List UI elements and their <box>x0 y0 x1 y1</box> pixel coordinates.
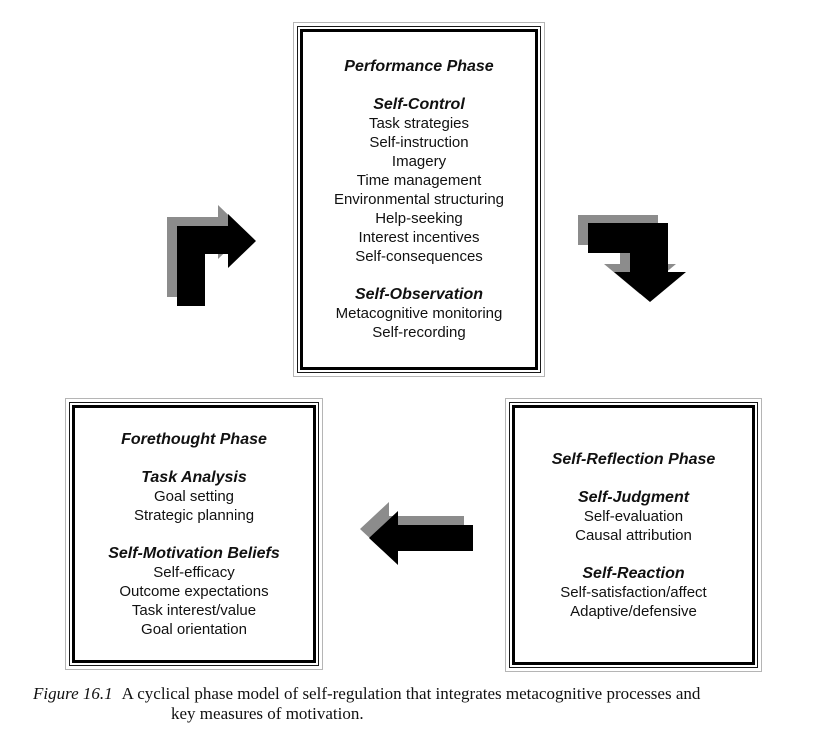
section-heading: Self-Reaction <box>582 565 685 582</box>
arrow-self-reflection-to-forethought <box>360 502 473 565</box>
list-item: Strategic planning <box>133 507 255 524</box>
list-item: Task strategies <box>368 115 470 132</box>
figure-caption-line2: key measures of motivation. <box>171 704 364 723</box>
list-item: Self-efficacy <box>153 564 235 581</box>
box-frame: Forethought Phase Task Analysis Goal set… <box>69 402 319 666</box>
forethought-phase-box: Forethought Phase Task Analysis Goal set… <box>65 398 323 670</box>
list-item: Interest incentives <box>358 229 480 246</box>
box-content: Performance Phase Self-Control Task stra… <box>300 29 538 370</box>
section-task-analysis: Task Analysis Goal setting Strategic pla… <box>75 468 313 525</box>
section-self-reaction: Self-Reaction Self-satisfaction/affect A… <box>515 564 752 621</box>
phase-title: Performance Phase <box>344 58 494 75</box>
box-content: Self-Reflection Phase Self-Judgment Self… <box>512 405 755 665</box>
list-item: Environmental structuring <box>333 191 505 208</box>
box-frame: Self-Reflection Phase Self-Judgment Self… <box>509 402 758 668</box>
list-item: Outcome expectations <box>119 583 269 600</box>
list-item: Task interest/value <box>131 602 257 619</box>
arrow-forethought-to-performance <box>167 205 256 306</box>
section-heading: Self-Control <box>373 96 465 113</box>
list-item: Metacognitive monitoring <box>335 305 503 322</box>
arrow-performance-to-self-reflection <box>578 215 686 302</box>
list-item: Adaptive/defensive <box>570 603 697 620</box>
list-item: Self-satisfaction/affect <box>560 584 707 601</box>
box-content: Forethought Phase Task Analysis Goal set… <box>72 405 316 663</box>
self-reflection-phase-box: Self-Reflection Phase Self-Judgment Self… <box>505 398 762 672</box>
list-item: Help-seeking <box>375 210 463 227</box>
section-heading: Task Analysis <box>141 469 247 486</box>
arrow-body <box>369 511 473 565</box>
list-item: Self-instruction <box>369 134 469 151</box>
figure-caption: Figure 16.1 A cyclical phase model of sel… <box>33 684 813 724</box>
list-item: Self-consequences <box>355 248 483 265</box>
figure-caption-line1: A cyclical phase model of self-regulatio… <box>121 684 701 703</box>
arrow-body <box>588 223 686 302</box>
section-heading: Self-Motivation Beliefs <box>108 545 280 562</box>
phase-title: Forethought Phase <box>121 431 267 448</box>
list-item: Time management <box>356 172 482 189</box>
list-item: Causal attribution <box>575 527 692 544</box>
phase-title: Self-Reflection Phase <box>551 451 716 468</box>
section-self-control: Self-Control Task strategies Self-instru… <box>303 95 535 266</box>
section-heading: Self-Judgment <box>577 489 690 506</box>
figure-caption-label: Figure 16.1 <box>33 684 113 703</box>
box-frame: Performance Phase Self-Control Task stra… <box>297 26 541 373</box>
list-item: Self-recording <box>372 324 466 341</box>
section-self-observation: Self-Observation Metacognitive monitorin… <box>303 285 535 342</box>
arrow-body <box>177 214 256 306</box>
list-item: Goal setting <box>153 488 235 505</box>
section-self-motivation-beliefs: Self-Motivation Beliefs Self-efficacy Ou… <box>75 544 313 639</box>
section-self-judgment: Self-Judgment Self-evaluation Causal att… <box>515 488 752 545</box>
performance-phase-box: Performance Phase Self-Control Task stra… <box>293 22 545 377</box>
list-item: Goal orientation <box>141 621 247 638</box>
section-heading: Self-Observation <box>354 286 484 303</box>
list-item: Self-evaluation <box>583 508 684 525</box>
list-item: Imagery <box>391 153 447 170</box>
